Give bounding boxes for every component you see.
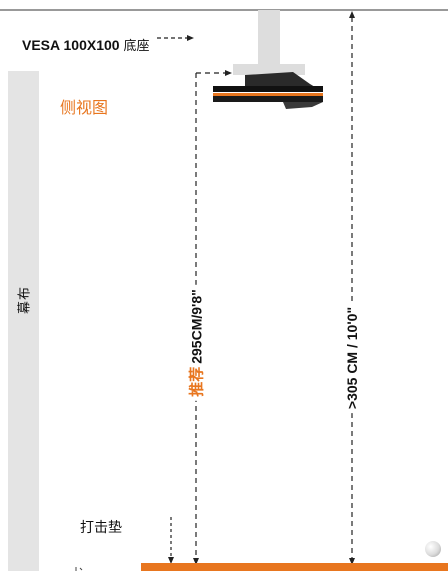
recommended-bottom-arrow bbox=[193, 558, 199, 565]
mat-height-arrow bbox=[168, 557, 174, 564]
recommended-value: 295CM/9'8" bbox=[188, 289, 205, 364]
recommended-height-label: 推荐 295CM/9'8" bbox=[185, 285, 207, 401]
projector-base bbox=[213, 96, 323, 102]
total-height-label: >305 CM / 10'0" bbox=[344, 302, 360, 414]
vesa-label-main: VESA 100X100 bbox=[22, 37, 120, 53]
projection-screen bbox=[8, 71, 39, 571]
total-height-bottom-arrow bbox=[349, 558, 355, 565]
mount-plate bbox=[233, 64, 305, 75]
vesa-arrow-head bbox=[187, 35, 194, 41]
floor-mark bbox=[79, 567, 83, 571]
hitting-mat-label: 打击垫 bbox=[80, 520, 122, 536]
side-view-label: 侧视图 bbox=[60, 98, 109, 117]
projector-accent-stripe bbox=[213, 93, 323, 96]
golf-ball bbox=[425, 541, 441, 557]
screen-label: 幕布 bbox=[17, 285, 33, 315]
vesa-label-suffix: 底座 bbox=[123, 39, 150, 54]
projector-body bbox=[245, 72, 320, 90]
projector-foot bbox=[283, 102, 323, 109]
ceiling-pole bbox=[258, 10, 280, 66]
projector-top-plate bbox=[213, 86, 323, 92]
vesa-mount-label: VESA 100X100 底座 bbox=[22, 35, 149, 54]
recommended-prefix: 推荐 bbox=[187, 366, 206, 397]
total-height-top-arrow bbox=[349, 11, 355, 18]
hitting-mat bbox=[141, 563, 448, 571]
recommended-top-arrow bbox=[225, 70, 232, 76]
